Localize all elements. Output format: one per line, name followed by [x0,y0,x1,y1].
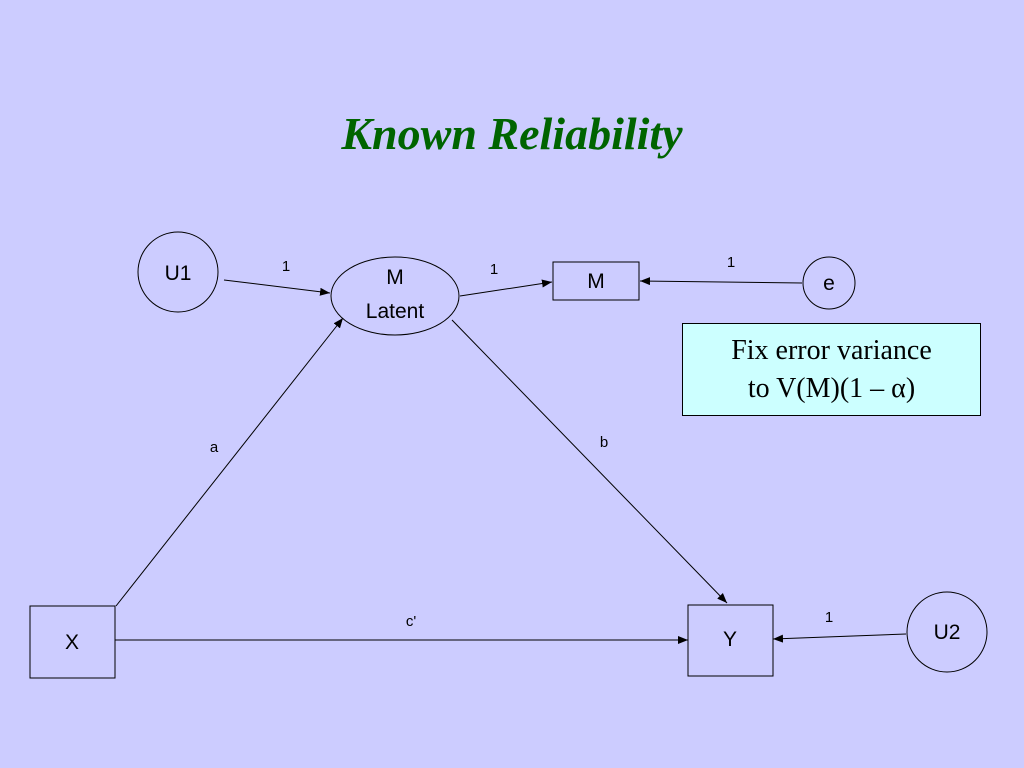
node-x: X [29,605,116,679]
node-y: Y [687,604,774,677]
node-x-label: X [65,631,79,654]
node-u1-label: U1 [165,262,192,285]
label-e-to-m: 1 [727,254,735,271]
node-y-label: Y [723,628,737,651]
note-line-1: Fix error variance [731,335,932,366]
node-m-latent-label-line2: Latent [366,300,425,323]
node-m-observed: M [552,261,640,301]
node-e: e [802,256,856,310]
path-a [115,317,344,607]
path-u1-to-mlatent [223,279,331,296]
path-b [451,319,728,604]
node-u2: U2 [906,591,988,673]
node-m-latent-label-line1: M [386,266,404,289]
node-m-latent: M Latent [330,256,460,336]
node-e-label: e [823,272,835,295]
node-m-observed-label: M [587,270,605,293]
label-mlatent-to-m: 1 [490,261,498,278]
path-mlatent-to-m [459,279,553,297]
node-u1: U1 [137,231,219,313]
label-u2-to-y: 1 [825,609,833,626]
node-u2-label: U2 [934,621,961,644]
slide-title: Known Reliability [341,108,683,159]
label-c-prime: c' [406,613,417,630]
path-e-to-m [639,277,803,286]
path-u2-to-y [772,633,907,643]
note-line-2: to V(M)(1 – α) [747,373,916,404]
note-box: Fix error variance to V(M)(1 – α) [682,323,981,416]
label-u1-to-mlatent: 1 [282,258,290,275]
label-b: b [600,434,608,451]
label-a: a [210,439,219,456]
